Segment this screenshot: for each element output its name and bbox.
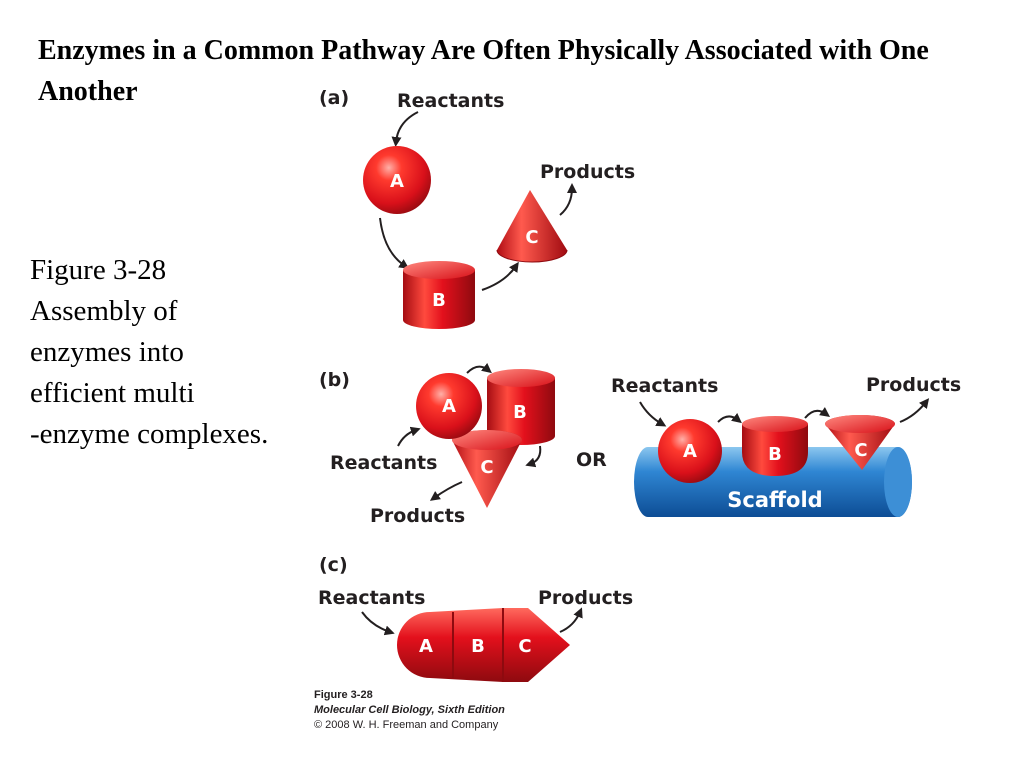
figure-caption: Figure 3-28 Assembly of enzymes into eff… bbox=[30, 250, 320, 455]
enzyme-c-letter: C bbox=[854, 440, 867, 461]
scaffold-label: Scaffold bbox=[727, 488, 822, 512]
slide-title: Enzymes in a Common Pathway Are Often Ph… bbox=[38, 35, 929, 107]
panel-c-products-label: Products bbox=[538, 587, 633, 609]
a-to-b-arrow bbox=[466, 362, 492, 374]
enzyme-a-sphere bbox=[658, 419, 722, 483]
enzyme-b-letter: B bbox=[768, 444, 782, 465]
panel-b-products-label: Products bbox=[370, 505, 465, 527]
caption-line: efficient multi bbox=[30, 377, 195, 409]
enzyme-c-letter: C bbox=[480, 457, 493, 478]
scaffold-products-label: Products bbox=[866, 374, 961, 396]
reactants-arrow bbox=[397, 426, 421, 447]
panel-b-label: (b) bbox=[319, 369, 350, 391]
products-arrow bbox=[429, 481, 463, 501]
credit-copyright: © 2008 W. H. Freeman and Company bbox=[314, 719, 499, 731]
reactants-arrow bbox=[639, 401, 667, 427]
reactants-arrow bbox=[361, 611, 395, 636]
caption-line: -enzyme complexes. bbox=[30, 418, 269, 450]
enzyme-b-cylinder bbox=[487, 369, 555, 445]
panel-a-reactants-label: Reactants bbox=[397, 90, 504, 112]
enzyme-c-cone bbox=[496, 190, 568, 263]
panel-c-reactants-label: Reactants bbox=[318, 587, 425, 609]
enzyme-b-bowl bbox=[742, 416, 808, 476]
enzyme-c-letter: C bbox=[518, 636, 531, 657]
enzyme-b-letter: B bbox=[471, 636, 485, 657]
or-label: OR bbox=[576, 449, 607, 471]
panel-c-label: (c) bbox=[319, 554, 348, 576]
panel-a: (a) Reactants A B C Products bbox=[319, 87, 635, 329]
fused-enzyme-complex bbox=[397, 608, 570, 682]
panel-c: (c) Reactants Products A B C bbox=[318, 554, 633, 682]
enzyme-c-cone bbox=[452, 430, 522, 508]
products-arrow bbox=[559, 183, 577, 216]
caption-line: Assembly of bbox=[30, 295, 178, 327]
enzyme-a-letter: A bbox=[419, 636, 433, 657]
panel-b: (b) B C A Reactants Products OR bbox=[319, 362, 607, 527]
enzyme-a-letter: A bbox=[683, 441, 697, 462]
enzyme-a-sphere bbox=[363, 146, 431, 214]
panel-a-products-label: Products bbox=[540, 161, 635, 183]
scaffold-assembly: Reactants Products Scaffold A B C bbox=[611, 374, 961, 517]
enzyme-a-sphere bbox=[416, 373, 482, 439]
enzyme-b-cylinder bbox=[403, 261, 475, 329]
enzyme-a-letter: A bbox=[442, 396, 456, 417]
products-arrow bbox=[899, 398, 930, 423]
caption-line: Figure 3-28 bbox=[30, 254, 167, 286]
credit-book-title: Molecular Cell Biology, Sixth Edition bbox=[314, 704, 505, 716]
reactants-arrow bbox=[391, 111, 419, 147]
panel-a-label: (a) bbox=[319, 87, 349, 109]
caption-line: enzymes into bbox=[30, 336, 184, 368]
b-to-c-arrow bbox=[804, 407, 831, 419]
a-to-b-arrow bbox=[717, 412, 742, 424]
b-to-c-arrow bbox=[481, 261, 519, 291]
enzyme-b-letter: B bbox=[513, 402, 527, 423]
a-to-b-arrow bbox=[379, 217, 410, 269]
enzyme-a-letter: A bbox=[390, 171, 404, 192]
enzyme-c-letter: C bbox=[525, 227, 538, 248]
panel-b-reactants-label: Reactants bbox=[330, 452, 437, 474]
enzyme-c-cone bbox=[825, 415, 895, 470]
enzyme-b-letter: B bbox=[432, 290, 446, 311]
b-to-c-arrow bbox=[525, 445, 542, 468]
scaffold-reactants-label: Reactants bbox=[611, 375, 718, 397]
products-arrow bbox=[559, 607, 583, 633]
credit-figure-number: Figure 3-28 bbox=[314, 689, 373, 701]
figure-credit: Figure 3-28 Molecular Cell Biology, Sixt… bbox=[314, 688, 505, 733]
